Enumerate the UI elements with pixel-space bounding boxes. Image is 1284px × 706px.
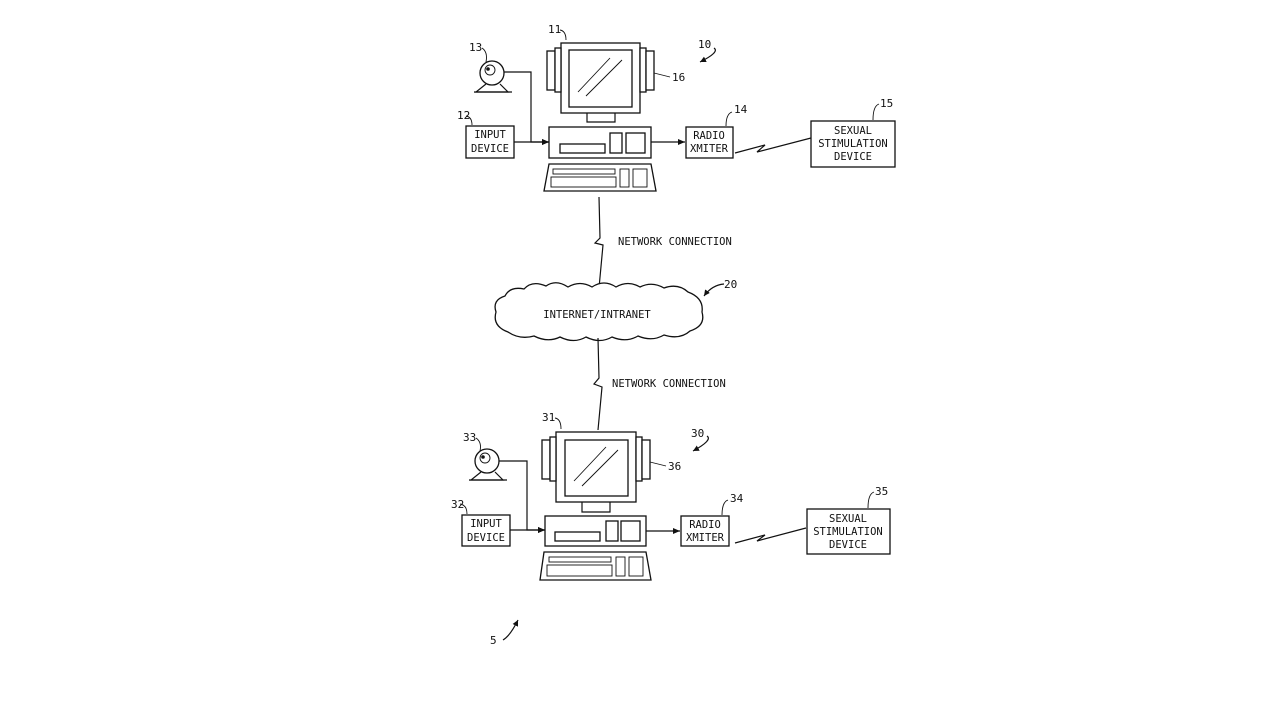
speaker-ref: 16 — [672, 71, 685, 84]
monitor-icon — [546, 42, 655, 123]
station-bottom: 31 36 30 33 INPUT DEVICE — [451, 411, 891, 581]
camera-ref: 13 — [469, 41, 482, 54]
device-label-3: DEVICE — [834, 151, 872, 163]
network-connection-top-label: NETWORK CONNECTION — [618, 236, 732, 248]
station-top: 11 16 10 13 — [457, 23, 896, 192]
input-device-label-1: INPUT — [474, 129, 506, 141]
network: NETWORK CONNECTION INTERNET/INTRANET 20 … — [494, 196, 737, 431]
monitor-icon — [541, 431, 651, 513]
computer-ref: 11 — [548, 23, 561, 36]
system-ref: 10 — [698, 38, 711, 51]
radio-xmiter-box — [680, 515, 730, 547]
device-label-3: DEVICE — [829, 539, 867, 551]
input-ref: 32 — [451, 498, 464, 511]
input-device-box — [465, 125, 515, 159]
input-device-label-2: DEVICE — [471, 143, 509, 155]
wireless-link — [734, 527, 807, 544]
computer-ref: 31 — [542, 411, 555, 424]
radio-ref: 14 — [734, 103, 748, 116]
computer-unit-icon — [539, 515, 652, 581]
system-ref: 30 — [691, 427, 704, 440]
device-label-2: STIMULATION — [813, 526, 883, 538]
radio-label-1: RADIO — [689, 519, 721, 531]
cloud-label: INTERNET/INTRANET — [543, 309, 651, 321]
figure-ref-arrow — [502, 619, 519, 641]
radio-xmiter-box — [685, 126, 734, 159]
network-link-bottom — [592, 337, 603, 431]
figure-ref: 5 — [490, 634, 497, 647]
input-ref: 12 — [457, 109, 470, 122]
device-ref: 15 — [880, 97, 893, 110]
device-label-2: STIMULATION — [818, 138, 888, 150]
stimulation-device-box — [810, 120, 896, 168]
device-ref: 35 — [875, 485, 888, 498]
input-device-box — [461, 514, 511, 547]
radio-ref: 34 — [730, 492, 744, 505]
device-label-1: SEXUAL — [829, 513, 867, 525]
speaker-ref: 36 — [668, 460, 681, 473]
input-device-label-1: INPUT — [470, 518, 502, 530]
radio-label-2: XMITER — [686, 532, 725, 544]
camera-icon — [469, 448, 507, 481]
camera-ref: 33 — [463, 431, 476, 444]
network-link-top — [593, 196, 604, 289]
stimulation-device-box — [806, 508, 891, 555]
camera-icon — [474, 60, 512, 93]
radio-label-1: RADIO — [693, 130, 725, 142]
radio-label-2: XMITER — [690, 143, 729, 155]
wireless-link — [734, 137, 812, 154]
computer-unit-icon — [543, 126, 657, 192]
device-label-1: SEXUAL — [834, 125, 872, 137]
input-device-label-2: DEVICE — [467, 532, 505, 544]
cloud-ref: 20 — [724, 278, 737, 291]
network-connection-bottom-label: NETWORK CONNECTION — [612, 378, 726, 390]
cloud-icon — [494, 282, 704, 342]
